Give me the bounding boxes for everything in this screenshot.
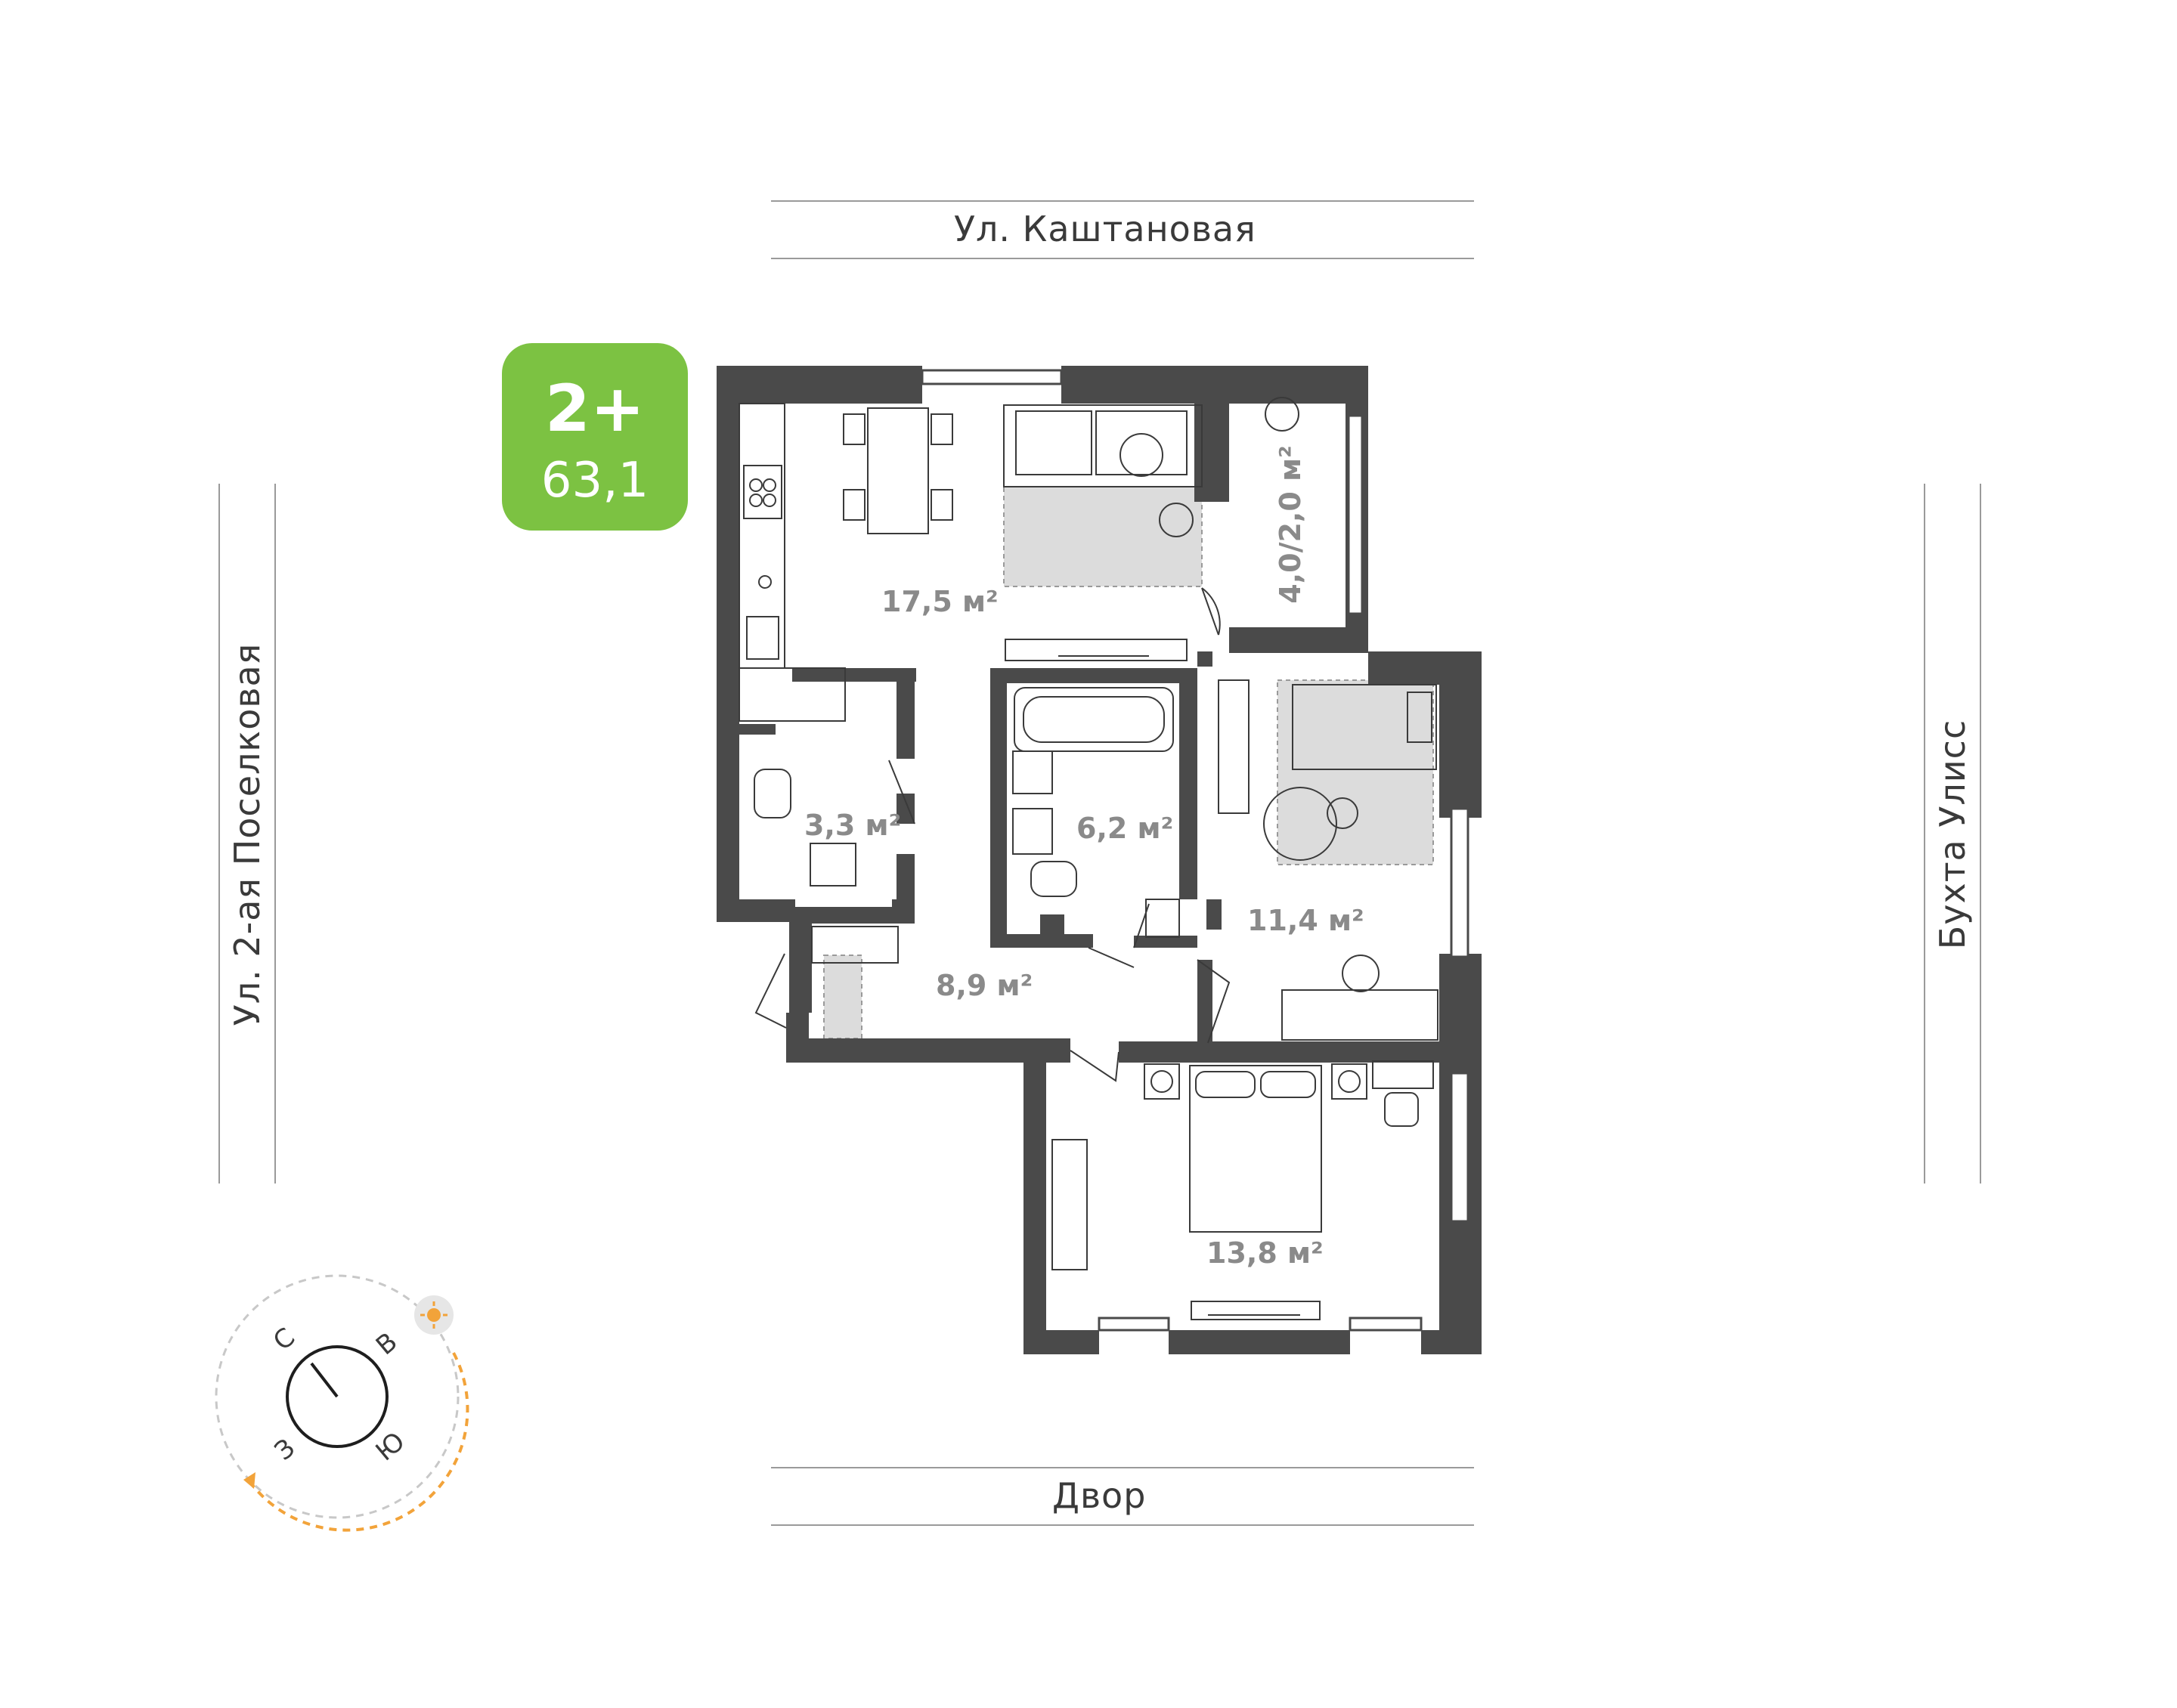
small-bedroom-area: 11,4 м² <box>1247 904 1364 937</box>
badge-total-area: 63,1 <box>540 453 649 509</box>
door-swings <box>754 587 1231 1082</box>
sun-path-arrow-icon <box>243 1472 255 1489</box>
top-street-label: Ул. Каштановая <box>954 209 1256 249</box>
bathroom-area: 6,2 м² <box>1076 812 1174 845</box>
hall-area: 8,9 м² <box>936 969 1033 1002</box>
bathroom-fixtures <box>754 687 1180 964</box>
wc-area: 3,3 м² <box>804 809 902 842</box>
kitchen-living-area: 17,5 м² <box>881 585 999 618</box>
living-rug <box>1003 486 1203 587</box>
bedroom-fixtures <box>1051 679 1438 1320</box>
sun-path <box>248 1352 469 1532</box>
hall-rug <box>823 955 862 1039</box>
badge-room-count: 2+ <box>545 371 645 447</box>
compass-dial <box>286 1345 389 1448</box>
compass-needle <box>310 1362 339 1398</box>
walls <box>717 366 1482 1354</box>
kitchen-fixtures <box>739 397 1299 722</box>
master-bedroom-area: 13,8 м² <box>1206 1236 1324 1270</box>
bottom-street-label: Двор <box>1052 1475 1147 1516</box>
apartment-type-badge: 2+ 63,1 <box>502 343 688 531</box>
